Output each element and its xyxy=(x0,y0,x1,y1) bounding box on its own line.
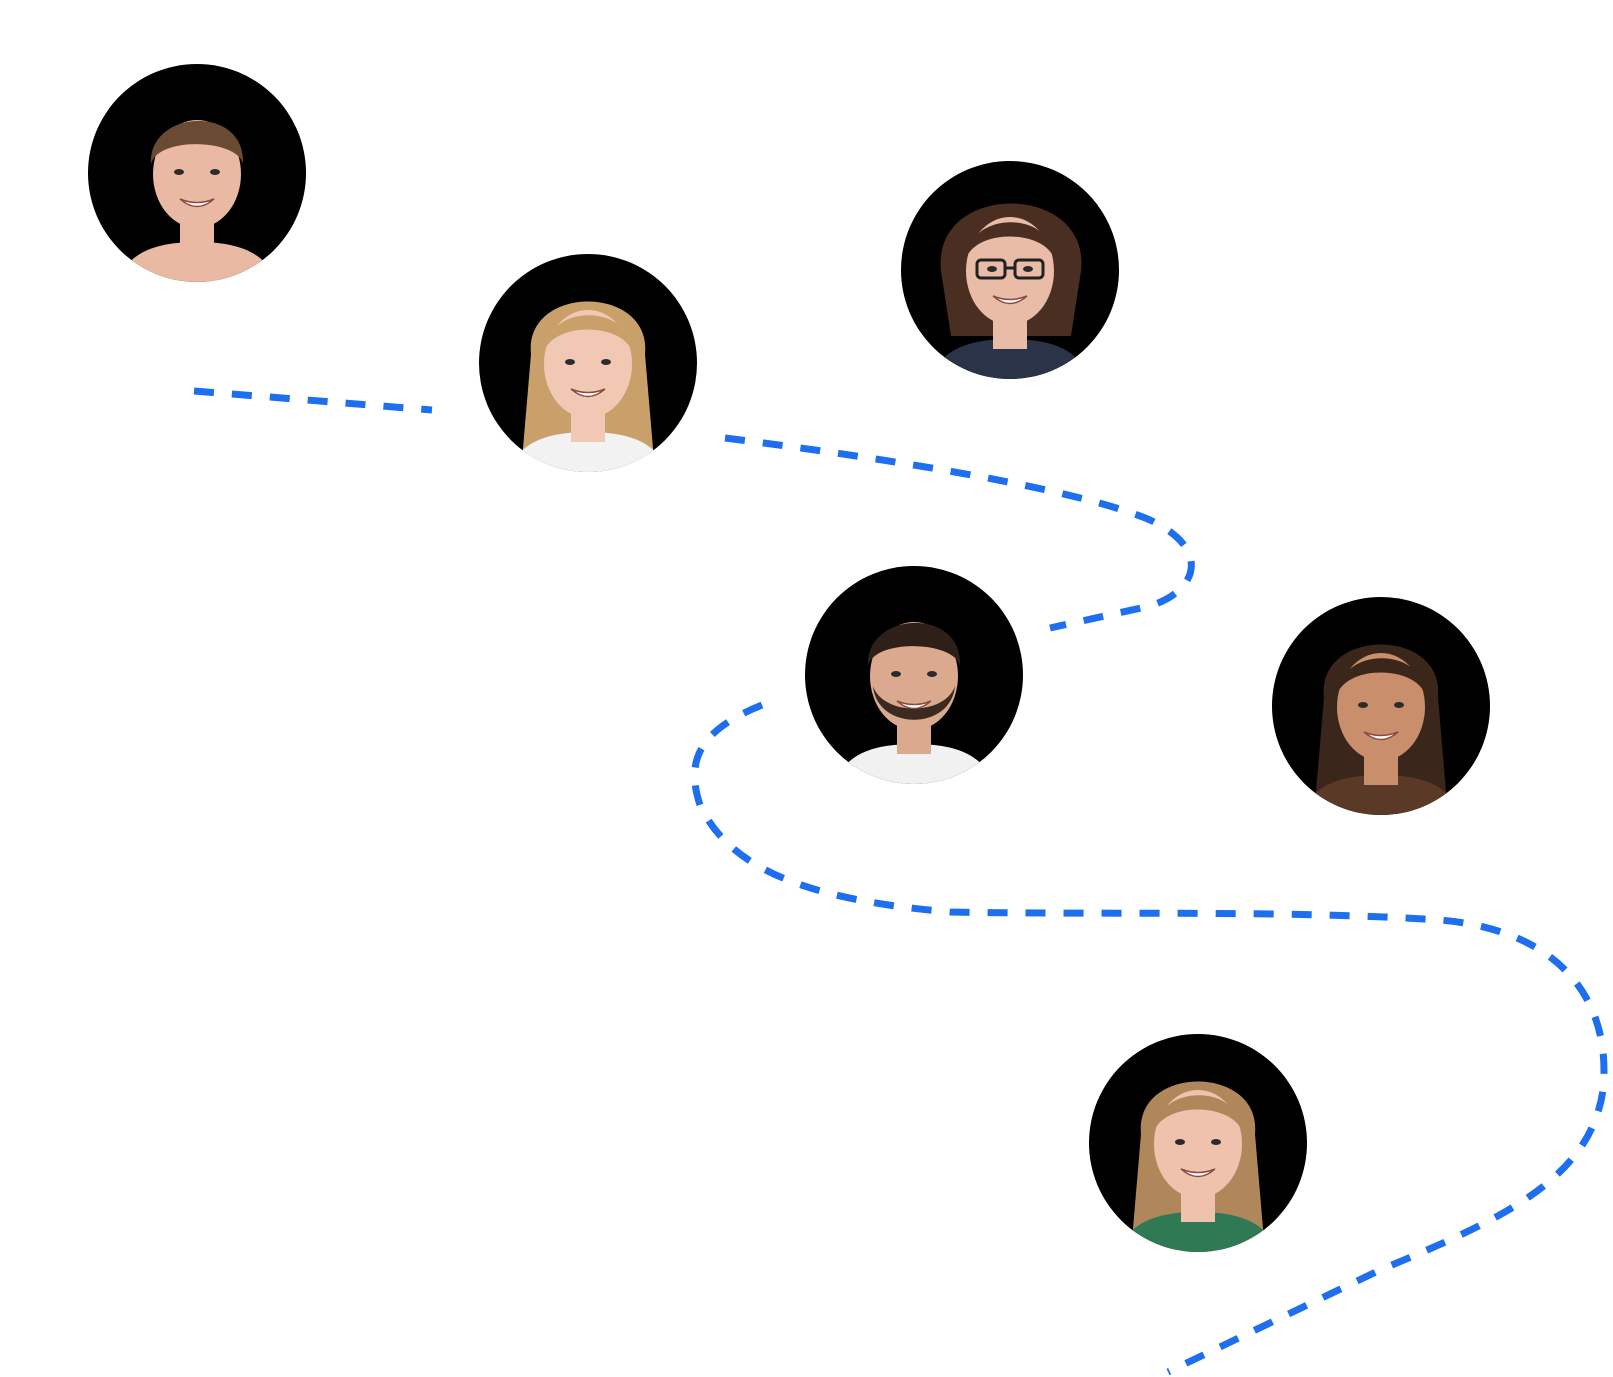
woman-long-dark-hair-portrait xyxy=(1272,597,1490,815)
man-short-brown-hair-portrait xyxy=(88,64,306,282)
person-portrait-1 xyxy=(88,64,306,282)
dashed-route-path xyxy=(193,387,1608,1376)
person-portrait-5 xyxy=(1272,597,1490,815)
man-beard-portrait xyxy=(805,566,1023,784)
woman-long-blonde-hair-portrait xyxy=(479,254,697,472)
person-portrait-6 xyxy=(1089,1034,1307,1252)
person-portrait-2 xyxy=(479,254,697,472)
person-portrait-3 xyxy=(901,161,1119,379)
person-portrait-4 xyxy=(805,566,1023,784)
woman-glasses-brown-bob-portrait xyxy=(901,161,1119,379)
woman-long-light-brown-hair-portrait xyxy=(1089,1034,1307,1252)
